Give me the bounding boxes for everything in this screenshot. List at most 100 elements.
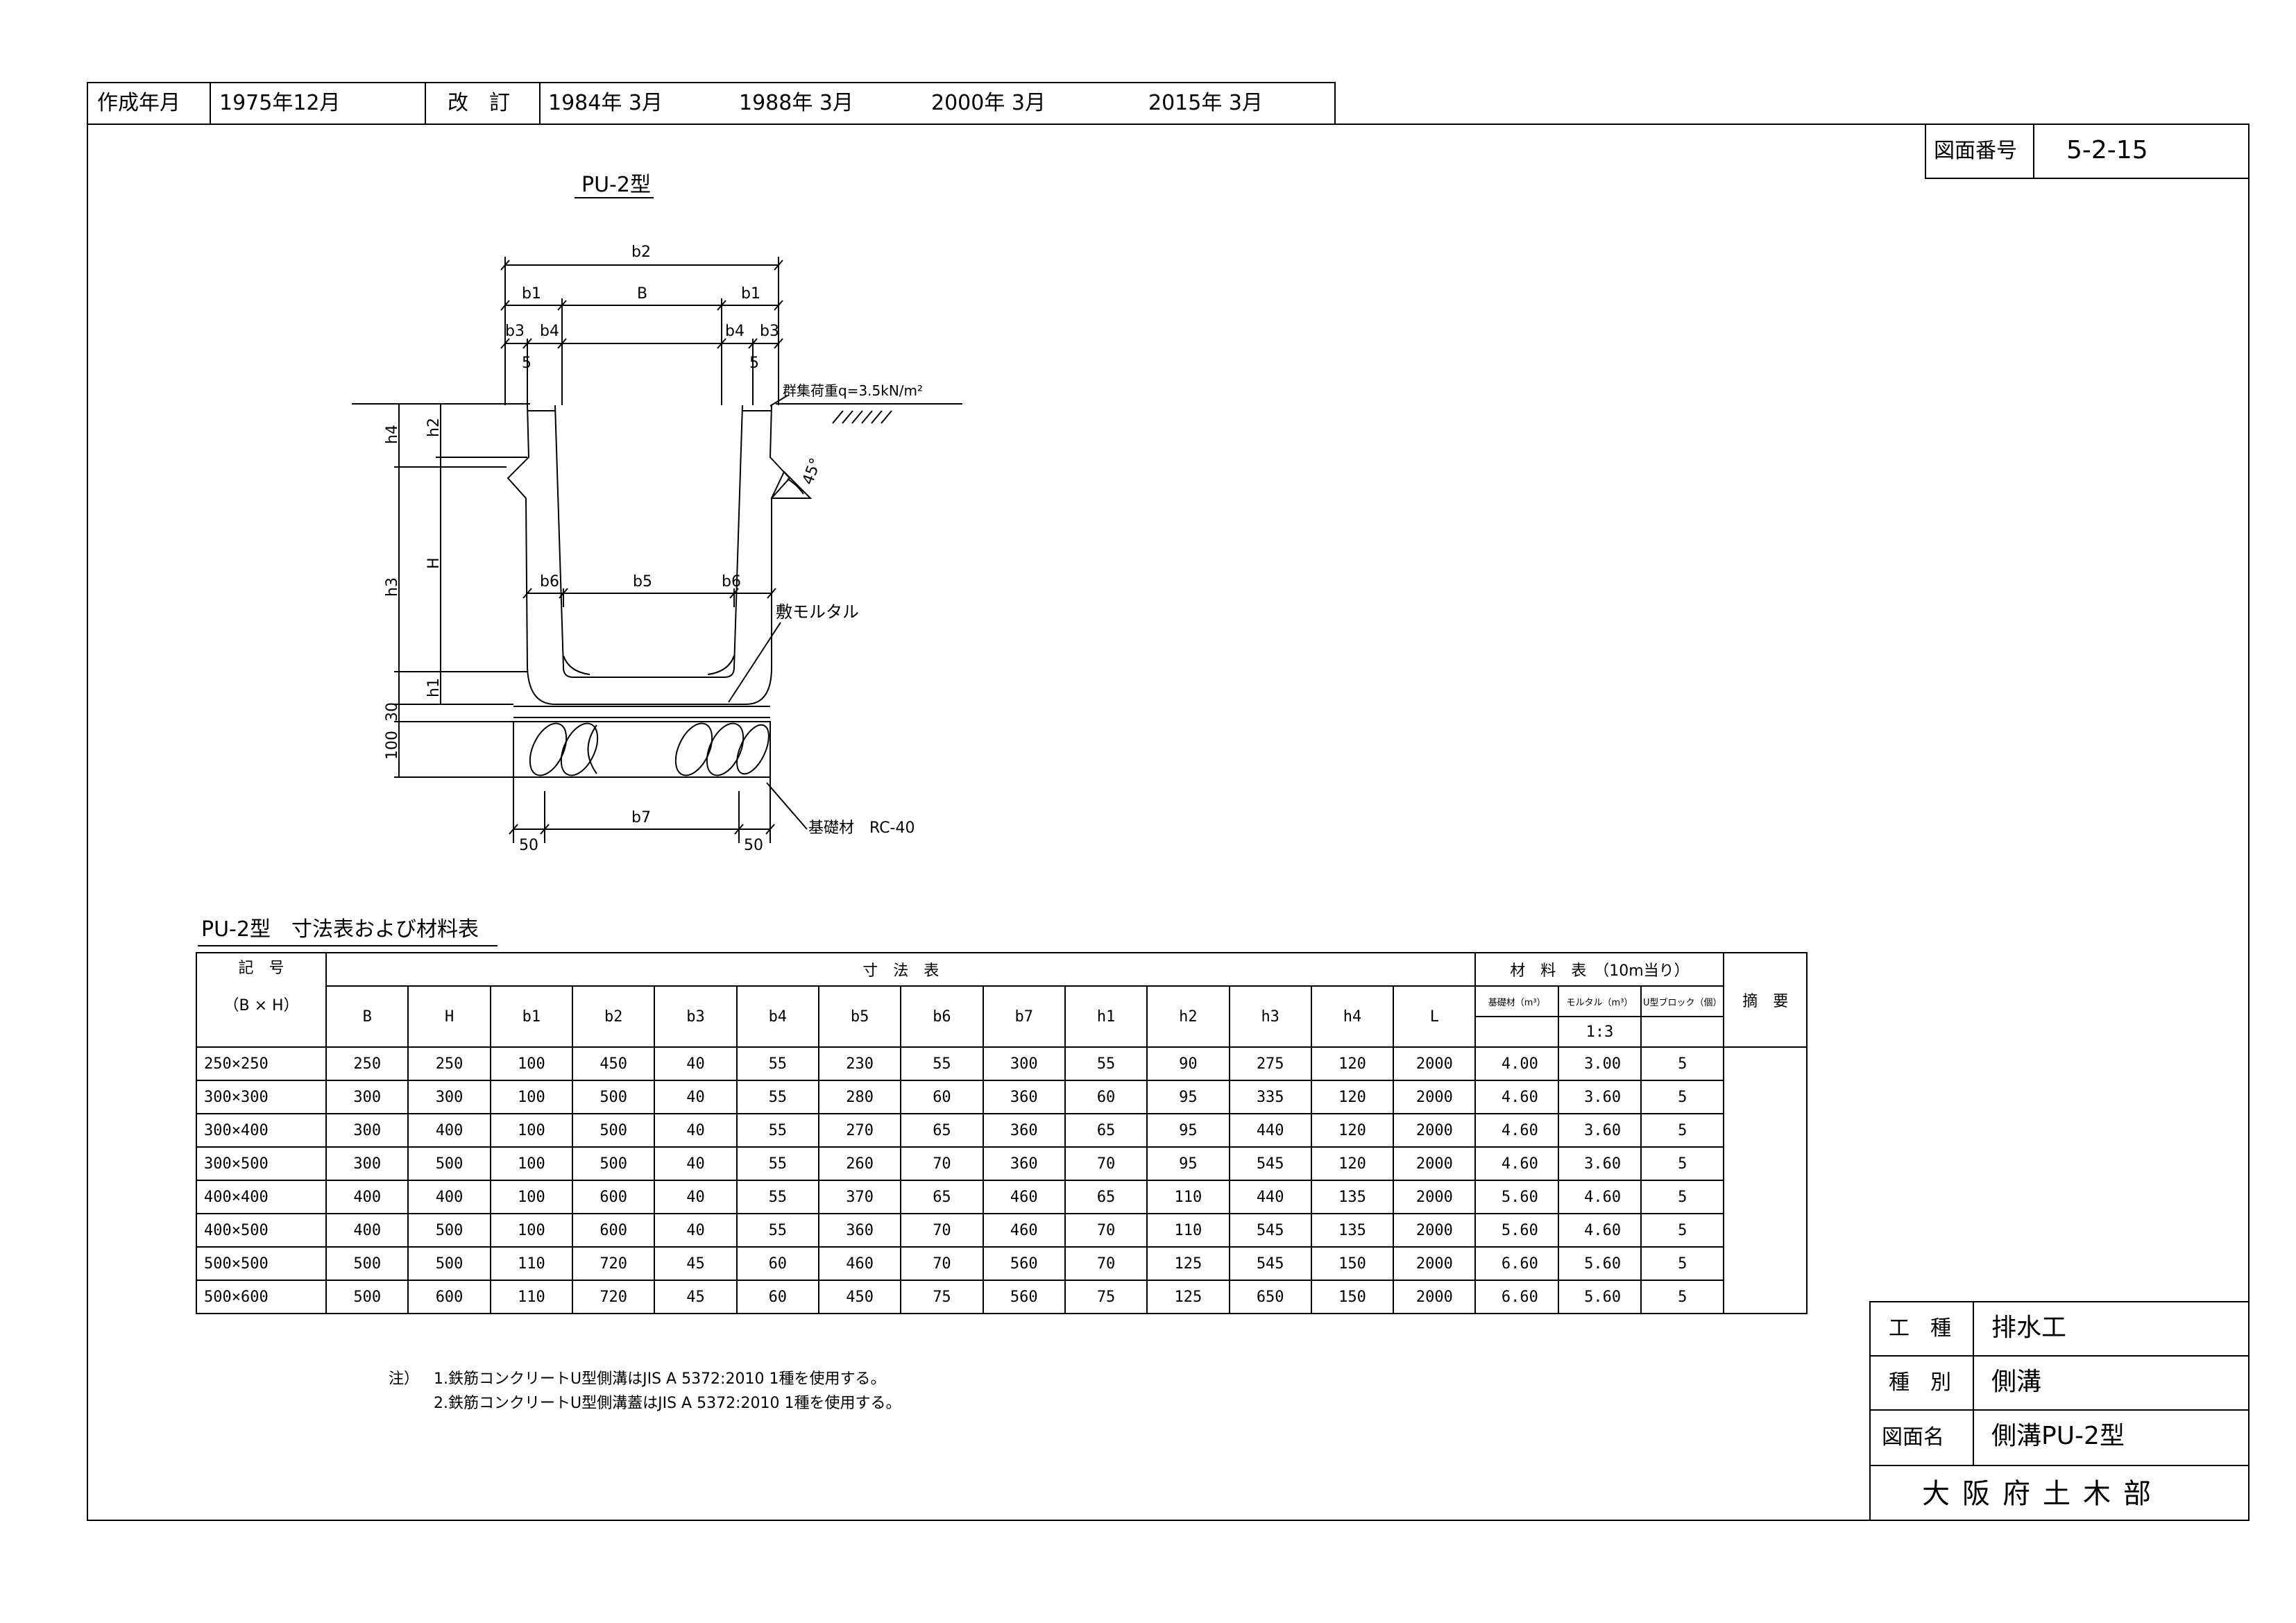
table-cell: 95 bbox=[1146, 1113, 1230, 1148]
table-cell: 5 bbox=[1640, 1280, 1725, 1314]
table-cell: 40 bbox=[654, 1146, 738, 1181]
table-cell: 75 bbox=[1064, 1280, 1148, 1314]
dim-5-right: 5 bbox=[749, 355, 759, 372]
table-cell: 3.60 bbox=[1557, 1113, 1642, 1148]
revision-divider-2 bbox=[425, 82, 426, 125]
table-cell: 100 bbox=[489, 1146, 574, 1181]
table-cell: 2000 bbox=[1393, 1213, 1477, 1248]
table-cell: 600 bbox=[572, 1180, 656, 1214]
table-cell: 370 bbox=[817, 1180, 902, 1214]
table-cell: 500 bbox=[572, 1113, 656, 1148]
table-cell: 450 bbox=[817, 1280, 902, 1314]
table-cell: 40 bbox=[654, 1113, 738, 1148]
table-cell: 70 bbox=[900, 1213, 984, 1248]
table-cell: 5 bbox=[1640, 1213, 1725, 1248]
dim-b6-right: b6 bbox=[722, 573, 741, 590]
work-type-label: 工 種 bbox=[1889, 1316, 1951, 1341]
dim-b5: b5 bbox=[633, 573, 652, 590]
table-cell: 100 bbox=[489, 1213, 574, 1248]
table-cell: 560 bbox=[982, 1246, 1066, 1281]
col-b7: b7 bbox=[982, 985, 1066, 1048]
table-cell: 5 bbox=[1640, 1046, 1725, 1081]
table-cell: 360 bbox=[982, 1113, 1066, 1148]
table-cell: 4.60 bbox=[1557, 1180, 1642, 1214]
category-value: 側溝 bbox=[1991, 1368, 2042, 1396]
dim-b3-left: b3 bbox=[505, 323, 525, 340]
dim-5-left: 5 bbox=[522, 355, 532, 372]
table-cell: 460 bbox=[982, 1213, 1066, 1248]
table-cell: 400 bbox=[325, 1180, 409, 1214]
table-cell: 45 bbox=[654, 1280, 738, 1314]
table-cell: 40 bbox=[654, 1213, 738, 1248]
dim-b4-right: b4 bbox=[725, 323, 745, 340]
table-cell: 120 bbox=[1310, 1146, 1395, 1181]
table-cell: 6.60 bbox=[1474, 1280, 1559, 1314]
table-cell: 60 bbox=[1064, 1080, 1148, 1114]
table-cell: 5 bbox=[1640, 1080, 1725, 1114]
table-cell: 600 bbox=[407, 1280, 491, 1314]
table-cell: 500 bbox=[407, 1213, 491, 1248]
dim-h1: h1 bbox=[425, 678, 443, 697]
table-cell: 65 bbox=[1064, 1113, 1148, 1148]
table-cell: 440 bbox=[1228, 1113, 1312, 1148]
revision-4: 2015年 3月 bbox=[1148, 91, 1263, 115]
table-cell: 55 bbox=[735, 1046, 819, 1081]
table-cell: 2000 bbox=[1393, 1146, 1477, 1181]
table-cell: 40 bbox=[654, 1046, 738, 1081]
table-cell: 40 bbox=[654, 1080, 738, 1114]
table-cell: 500 bbox=[572, 1080, 656, 1114]
symbol-header: 記 号 bbox=[238, 959, 284, 977]
table-cell: 3.00 bbox=[1557, 1046, 1642, 1081]
table-cell: 100 bbox=[489, 1180, 574, 1214]
table-cell: 55 bbox=[735, 1213, 819, 1248]
table-cell: 120 bbox=[1310, 1080, 1395, 1114]
table-cell: 150 bbox=[1310, 1246, 1395, 1281]
table-cell: 125 bbox=[1146, 1246, 1230, 1281]
dim-30: 30 bbox=[384, 702, 401, 722]
table-cell: 110 bbox=[1146, 1213, 1230, 1248]
table-cell: 65 bbox=[1064, 1180, 1148, 1214]
dim-h4: h4 bbox=[384, 425, 401, 444]
col-L: L bbox=[1393, 985, 1477, 1048]
col-B: B bbox=[325, 985, 409, 1048]
col-h3: h3 bbox=[1228, 985, 1312, 1048]
work-type-value: 排水工 bbox=[1991, 1314, 2067, 1342]
load-label: 群集荷重q=3.5kN/m² bbox=[783, 382, 923, 399]
col-b5: b5 bbox=[817, 985, 902, 1048]
table-cell: 3.60 bbox=[1557, 1146, 1642, 1181]
table-cell: 55 bbox=[735, 1080, 819, 1114]
dim-b1-left: b1 bbox=[522, 285, 541, 303]
table-cell: 5.60 bbox=[1474, 1213, 1559, 1248]
table-cell: 600 bbox=[572, 1213, 656, 1248]
table-cell: 75 bbox=[900, 1280, 984, 1314]
col-b1: b1 bbox=[489, 985, 574, 1048]
table-cell: 125 bbox=[1146, 1280, 1230, 1314]
table-cell: 460 bbox=[817, 1246, 902, 1281]
table-cell: 55 bbox=[735, 1180, 819, 1214]
dim-100: 100 bbox=[384, 731, 401, 760]
table-cell: 55 bbox=[1064, 1046, 1148, 1081]
table-cell: 300 bbox=[325, 1113, 409, 1148]
table-cell: 110 bbox=[489, 1280, 574, 1314]
table-cell: 250 bbox=[407, 1046, 491, 1081]
dimension-table: 記 号（B × H） 寸 法 表 材 料 表 （10m当り） 摘 要 B H b… bbox=[195, 952, 1808, 1314]
table-cell: 500 bbox=[407, 1146, 491, 1181]
table-cell: 2000 bbox=[1393, 1246, 1477, 1281]
table-cell: 500 bbox=[572, 1146, 656, 1181]
organization: 大阪府土木部 bbox=[1922, 1478, 2163, 1510]
table-cell: 40 bbox=[654, 1180, 738, 1214]
table-cell: 45 bbox=[654, 1246, 738, 1281]
table-cell: 4.60 bbox=[1474, 1113, 1559, 1148]
table-cell: 2000 bbox=[1393, 1113, 1477, 1148]
table-cell: 650 bbox=[1228, 1280, 1312, 1314]
revision-divider-1 bbox=[210, 82, 211, 125]
dim-50-right: 50 bbox=[744, 837, 763, 854]
table-cell: 5 bbox=[1640, 1113, 1725, 1148]
table-cell: 110 bbox=[1146, 1180, 1230, 1214]
dim-50-left: 50 bbox=[519, 837, 538, 854]
mortar-label: 敷モルタル bbox=[776, 602, 859, 622]
table-cell: 360 bbox=[982, 1080, 1066, 1114]
